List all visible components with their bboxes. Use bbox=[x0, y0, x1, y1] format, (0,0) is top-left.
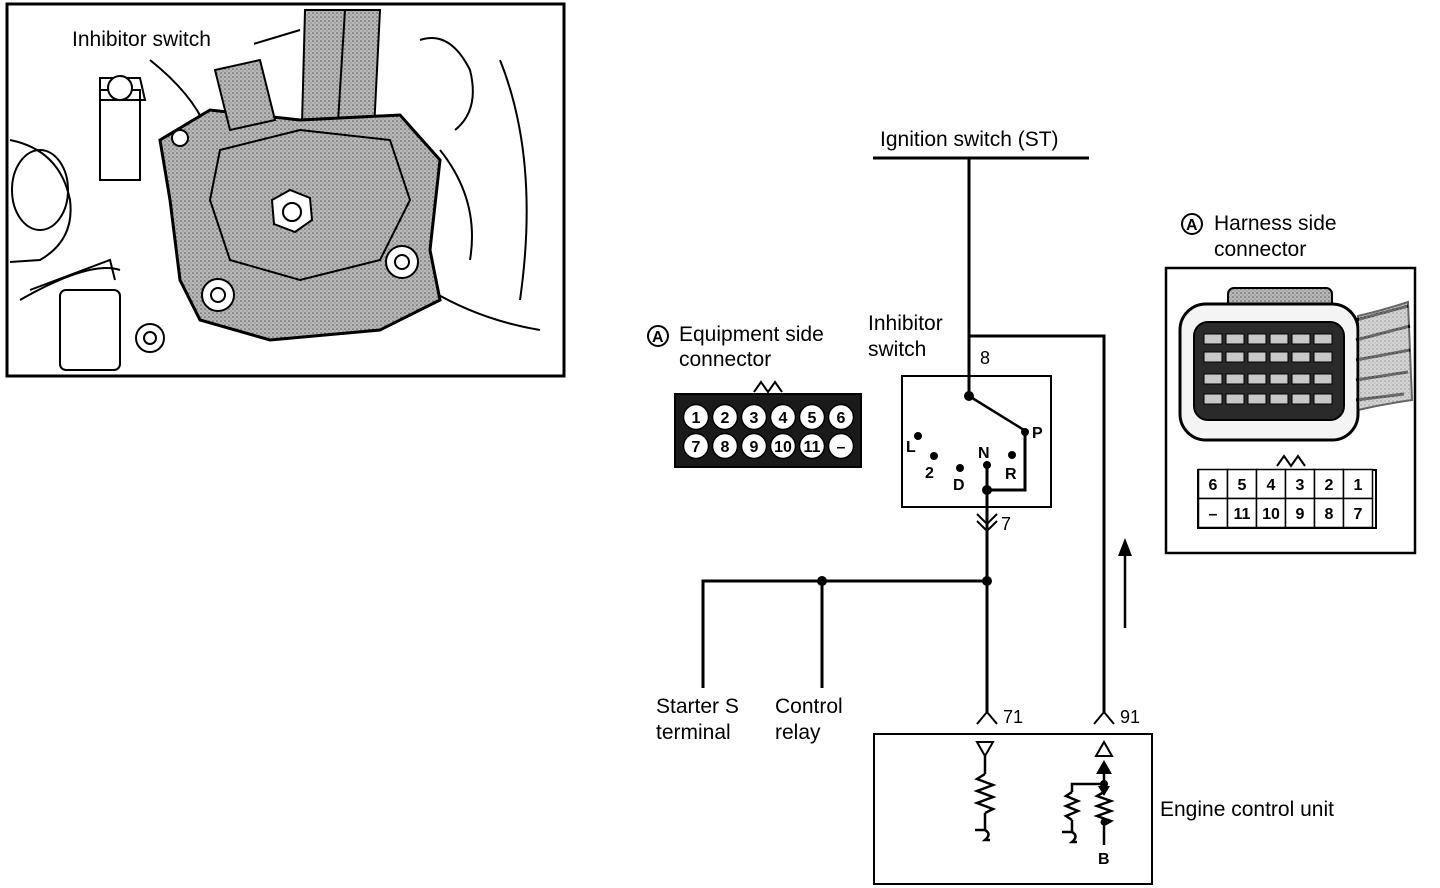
position-P: P bbox=[1032, 425, 1043, 442]
harness-pin-label: 11 bbox=[1234, 506, 1251, 523]
contact-2 bbox=[930, 452, 938, 460]
harness-pin-label: 5 bbox=[1238, 477, 1247, 494]
inhibitor-label-line2: switch bbox=[868, 338, 926, 361]
equipment-pin-2-4 bbox=[769, 432, 797, 460]
harness-pin-label: 3 bbox=[1296, 477, 1305, 494]
equipment-pin-2-3 bbox=[740, 432, 768, 460]
position-D: D bbox=[953, 477, 965, 494]
engine-control-unit: 71 91 Engine control unit B bbox=[873, 707, 1334, 885]
harness-pin-2-3 bbox=[1255, 497, 1287, 529]
equipment-pin-label: 10 bbox=[774, 439, 792, 456]
position-2: 2 bbox=[925, 465, 934, 482]
harness-pin-label: – bbox=[1209, 506, 1218, 523]
relay-label-line1: Control bbox=[775, 695, 843, 718]
equipment-title-line2: connector bbox=[679, 348, 771, 371]
equipment-pin-1-4 bbox=[769, 403, 797, 431]
equipment-pin-label: 7 bbox=[692, 439, 701, 456]
inhibitor-terminal-8: 8 bbox=[980, 348, 990, 368]
equipment-pin-label: 8 bbox=[721, 439, 730, 456]
harness-pin-label: 1 bbox=[1354, 477, 1363, 494]
inhibitor-switch-photo: Inhibitor switch bbox=[5, 2, 566, 378]
ignition-switch-label: Ignition switch (ST) bbox=[880, 128, 1059, 151]
harness-pin-label: 10 bbox=[1262, 506, 1280, 523]
equipment-pin-2-1 bbox=[682, 432, 710, 460]
equipment-pin-label: 2 bbox=[721, 410, 730, 427]
harness-pin-2-1 bbox=[1197, 497, 1229, 529]
equipment-marker: A bbox=[652, 329, 664, 346]
equipment-pin-label: 1 bbox=[692, 410, 701, 427]
position-N: N bbox=[978, 445, 990, 462]
contact-L bbox=[914, 432, 922, 440]
equipment-pin-label: – bbox=[837, 439, 846, 456]
equipment-pin-label: 11 bbox=[804, 439, 821, 456]
starter-label-line2: terminal bbox=[656, 721, 731, 744]
harness-pin-1-6 bbox=[1342, 468, 1374, 500]
equipment-pin-1-3 bbox=[740, 403, 768, 431]
harness-pin-label: 6 bbox=[1209, 477, 1218, 494]
contact-R bbox=[1008, 451, 1016, 459]
harness-pin-2-6 bbox=[1342, 497, 1374, 529]
equipment-pin-2-5 bbox=[798, 432, 826, 460]
harness-title-line2: connector bbox=[1214, 238, 1306, 261]
equipment-pin-label: 4 bbox=[779, 410, 788, 427]
equipment-side-connector: A Equipment side connector 1 2 3 4 5 6 7 8 9 10 11… bbox=[647, 323, 862, 468]
starter-label-line1: Starter S bbox=[656, 695, 739, 718]
position-L: L bbox=[906, 439, 916, 456]
harness-pin-2-2 bbox=[1226, 497, 1258, 529]
equipment-pin-label: 6 bbox=[837, 410, 846, 427]
equipment-pin-1-2 bbox=[711, 403, 739, 431]
harness-connector-illustration bbox=[1178, 287, 1414, 442]
equipment-pin-1-1 bbox=[682, 403, 710, 431]
ecu-terminal-91: 91 bbox=[1120, 707, 1140, 727]
harness-pin-1-4 bbox=[1284, 468, 1316, 500]
harness-side-connector: A Harness side connector bbox=[1164, 212, 1417, 555]
relay-label-line2: relay bbox=[775, 721, 821, 744]
contact-D bbox=[956, 464, 964, 472]
equipment-pin-1-6 bbox=[827, 403, 855, 431]
ecu-b-marker: B bbox=[1098, 851, 1110, 868]
ignition-switch-feed: Ignition switch (ST) bbox=[873, 128, 1132, 712]
output-distribution: Starter S terminal Control relay bbox=[656, 508, 992, 744]
ecu-terminal-71: 71 bbox=[1003, 707, 1023, 727]
position-R: R bbox=[1005, 466, 1017, 483]
ecu-box bbox=[873, 733, 1153, 885]
equipment-pin-1-5 bbox=[798, 403, 826, 431]
inhibitor-terminal-7: 7 bbox=[1001, 514, 1011, 534]
harness-pin-label: 4 bbox=[1267, 477, 1276, 494]
equipment-pin-2-6 bbox=[827, 432, 855, 460]
inhibitor-label-line1: Inhibitor bbox=[868, 312, 943, 335]
harness-marker: A bbox=[1186, 217, 1198, 234]
inhibitor-switch-schematic: Inhibitor switch 8 P R N D 2 L 7 bbox=[868, 312, 1052, 534]
harness-title-line1: Harness side bbox=[1214, 212, 1337, 235]
equipment-pin-label: 9 bbox=[750, 439, 759, 456]
ecu-91-wire bbox=[969, 334, 1106, 712]
harness-pin-label: 2 bbox=[1325, 477, 1334, 494]
equipment-title-line1: Equipment side bbox=[679, 323, 824, 346]
harness-pin-label: 8 bbox=[1325, 506, 1334, 523]
harness-pin-2-5 bbox=[1313, 497, 1345, 529]
equipment-pin-label: 5 bbox=[808, 410, 817, 427]
harness-pin-label: 7 bbox=[1354, 506, 1363, 523]
signal-flow-arrow bbox=[1118, 538, 1132, 628]
equipment-pin-2-2 bbox=[711, 432, 739, 460]
equipment-pin-label: 3 bbox=[750, 410, 759, 427]
photo-caption: Inhibitor switch bbox=[72, 28, 211, 51]
inhibitor-switch-box bbox=[901, 375, 1052, 508]
harness-pin-label: 9 bbox=[1296, 506, 1305, 523]
ecu-label: Engine control unit bbox=[1160, 798, 1334, 821]
